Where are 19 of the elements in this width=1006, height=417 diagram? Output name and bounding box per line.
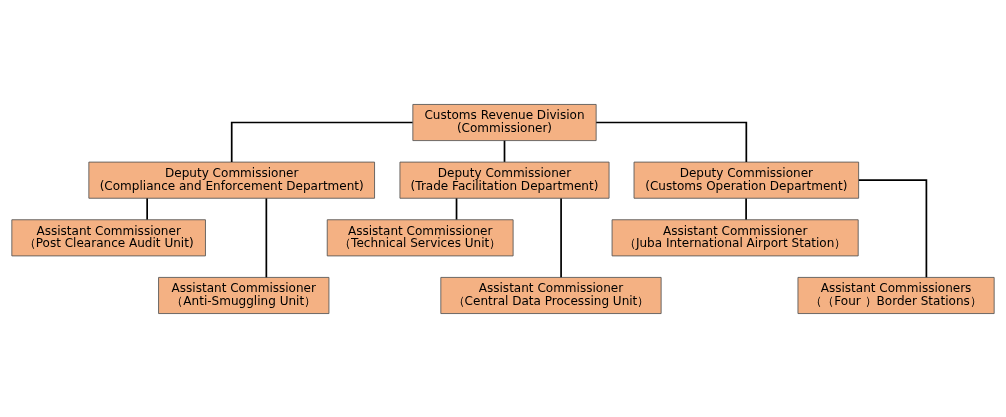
connector: [146, 197, 148, 220]
node-box: Assistant Commissioner （Anti-Smuggling Unit）: [158, 276, 330, 314]
connector: [560, 197, 562, 278]
node-box: Deputy Commissioner (Customs Operation Department): [633, 161, 860, 199]
node-box: Assistant Commissioner （Juba International Airport Station）: [611, 218, 859, 256]
node-box: Assistant Commissioner （Central Data Processing Unit）: [440, 276, 662, 314]
connector: [595, 121, 748, 163]
node-box: Customs Revenue Division (Commissioner): [412, 103, 597, 141]
connector: [745, 197, 747, 220]
node-box: Assistant Commissioner （Technical Services Unit）: [326, 218, 514, 256]
node-box: Deputy Commissioner (Compliance and Enforcement Department): [88, 161, 375, 199]
connector: [857, 178, 928, 278]
connector: [265, 197, 268, 278]
connector: [230, 121, 414, 163]
node-box: Deputy Commissioner (Trade Facilitation Department): [399, 161, 610, 199]
node-box: Assistant Commissioner （Post Clearance Audit Unit): [11, 218, 206, 256]
node-box: Assistant Commissioners （（Four ）Border Stations）: [797, 276, 995, 314]
connector: [503, 139, 506, 163]
connector: [455, 197, 458, 220]
